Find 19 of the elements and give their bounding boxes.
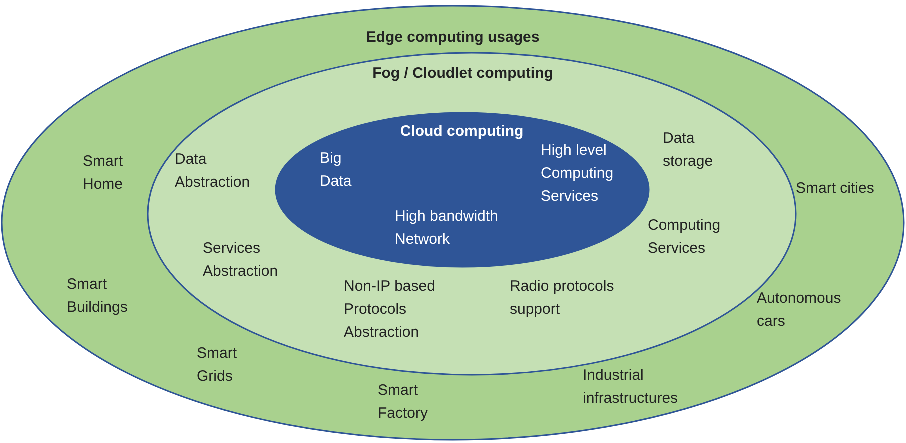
item-label: Big Data [320,149,353,192]
item-label: Non-IP based Protocols Abstraction [344,277,436,343]
item-label: High level Computing Services [541,141,615,207]
item-label: Smart cities [796,179,876,199]
item-label: Smart Grids [197,344,238,387]
item-label: Industrial infrastructures [583,366,680,409]
item-label: Radio protocols support [510,277,616,320]
item-label: Smart Factory [378,381,430,424]
item-label: Computing Services [648,216,722,259]
region-title: Cloud computing [400,122,524,142]
item-label: Data storage [663,129,714,172]
item-label: Smart Buildings [67,275,129,318]
item-label: High bandwidth Network [395,207,500,250]
region-title: Fog / Cloudlet computing [372,64,554,84]
item-label: Services Abstraction [203,239,280,282]
item-label: Data Abstraction [175,150,252,193]
item-label: Autonomous cars [757,289,842,332]
item-label: Smart Home [83,152,124,195]
region-title: Edge computing usages [366,28,540,48]
